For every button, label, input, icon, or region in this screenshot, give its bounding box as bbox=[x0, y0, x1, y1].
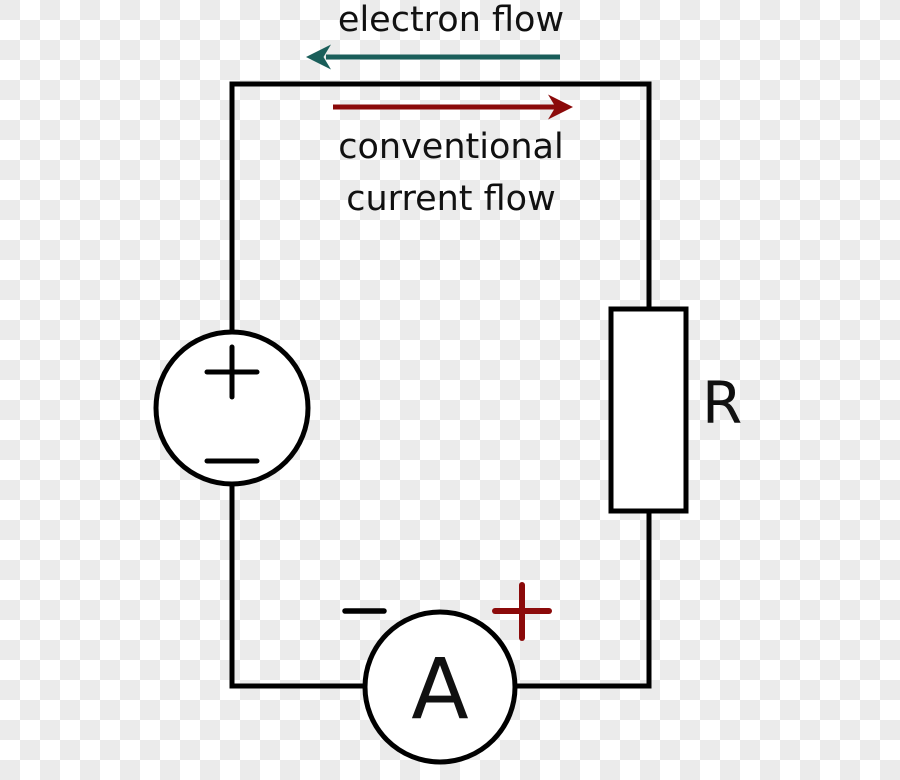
voltage-source bbox=[153, 329, 311, 487]
circuit-wires bbox=[229, 81, 652, 689]
resistor: R bbox=[608, 306, 742, 514]
ammeter-plus-icon bbox=[492, 582, 552, 641]
ammeter-label: A bbox=[411, 640, 468, 738]
ammeter-circle bbox=[362, 609, 518, 765]
plus-icon bbox=[204, 344, 260, 400]
wire-top-left bbox=[229, 81, 652, 332]
resistor-body bbox=[608, 306, 689, 514]
electron-flow-label: electron flow bbox=[338, 0, 564, 40]
conventional-current-label-line1: conventional bbox=[338, 127, 563, 167]
resistor-label: R bbox=[702, 369, 742, 437]
voltage-source-circle bbox=[153, 329, 311, 487]
conventional-current-label-line2: current flow bbox=[346, 179, 555, 219]
ammeter: A bbox=[342, 582, 552, 765]
